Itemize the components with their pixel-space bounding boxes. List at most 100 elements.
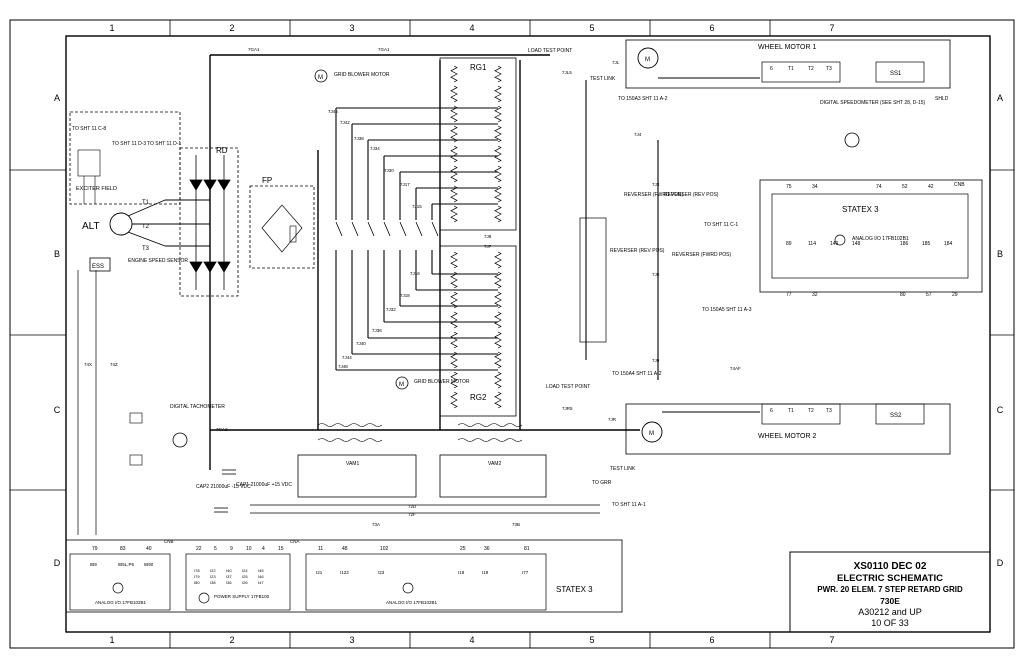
contactor-switch — [383, 221, 391, 237]
col-label-bottom: 5 — [589, 635, 594, 645]
resistor-element — [450, 145, 458, 163]
motor-terminal: T1 — [788, 66, 794, 72]
wire-label: 7J30 — [384, 168, 394, 173]
load-test-point-top: LOAD TEST POINT TEST LINK — [528, 48, 616, 82]
wire-label: 7J38 — [354, 136, 364, 141]
statex-terminal: 75 — [786, 184, 792, 190]
wire-label: 7J17 — [400, 182, 410, 187]
grr-references: TO GRR TO SHT 11 A-1 — [250, 480, 646, 514]
to-sht11-label: TO SHT 11 A-1 — [612, 502, 646, 508]
cnb-label: CNB — [164, 539, 174, 544]
svg-text:M: M — [318, 75, 323, 81]
terminal-code: I23 — [378, 570, 385, 575]
wire-label: 7J46 — [328, 109, 338, 114]
wire-label: 7J18 — [400, 293, 410, 298]
row-label-right: C — [997, 405, 1004, 415]
ss2-label: SS2 — [890, 413, 902, 419]
ref-label: TO SHT 11 D-1 — [147, 141, 181, 147]
cna-label: CNA — [290, 539, 300, 544]
resistor-grid-rg1: RG1 — [439, 57, 517, 231]
wire-label: 7GA1 — [378, 47, 390, 52]
svg-text:M: M — [649, 431, 654, 437]
title-line-5: A30212 and UP — [858, 607, 922, 617]
ref-label: TO SHT 11 D-3 — [112, 141, 146, 147]
vam2-label: VAM2 — [488, 461, 501, 467]
wire-label: 7J48 — [338, 364, 348, 369]
bottom-terminal: 79 — [92, 546, 98, 552]
contactor-switch — [399, 221, 407, 237]
terminal-code: I122 — [340, 570, 349, 575]
drawing-border — [65, 35, 991, 633]
wire-label: 7J42 — [340, 120, 350, 125]
wheel-motor-1-label: WHEEL MOTOR 1 — [758, 44, 816, 51]
resistor-element — [494, 351, 502, 369]
speedometer-label: DIGITAL SPEEDOMETER (SEE SHT 28, D-15) — [820, 100, 926, 106]
row-label-right: A — [997, 93, 1003, 103]
resistor-element — [450, 311, 458, 329]
ref-label: TO SHT 11 C-8 — [72, 126, 106, 132]
terminal-code: I40 — [226, 568, 232, 573]
terminal-code: I23 — [210, 574, 216, 579]
col-label-bottom: 4 — [469, 635, 474, 645]
wire-label: 7J34 — [370, 146, 380, 151]
exciter-field-label: EXCITER FIELD — [76, 186, 117, 192]
title-block: XS0110 DEC 02 ELECTRIC SCHEMATIC PWR. 20… — [789, 551, 991, 633]
resistor-element — [450, 165, 458, 183]
load-test-label: LOAD TEST POINT — [546, 384, 590, 390]
resistor-elements — [450, 65, 502, 409]
cap1-label: CAP1 21000uF +15 VDC — [236, 482, 292, 488]
terminal-code: I38 — [210, 580, 216, 585]
wire-label: 7J5 — [652, 272, 660, 277]
bottom-terminal: 36 — [484, 546, 490, 552]
col-label-bottom: 7 — [829, 635, 834, 645]
statex3-right-block: STATEX 3 ANALOG I/O 17FB102B1 CNB — [759, 179, 983, 293]
terminal-code: I25 — [242, 574, 248, 579]
statex-terminal: 74 — [876, 184, 882, 190]
terminal-code: I22 — [210, 568, 216, 573]
col-label-top: 4 — [469, 23, 474, 33]
resistor-element — [450, 205, 458, 223]
bottom-terminal: 48 — [342, 546, 348, 552]
bottom-terminal: 83 — [120, 546, 126, 552]
digital-speedometer: DIGITAL SPEEDOMETER (SEE SHT 28, D-15) S… — [820, 96, 949, 148]
ess-label: ESS — [92, 264, 104, 270]
tachometer-label: DIGITAL TACHOMETER — [170, 404, 225, 410]
motor-terminal: T3 — [826, 66, 832, 72]
terminal-code: I45 — [258, 568, 264, 573]
resistor-element — [494, 125, 502, 143]
wheel-motor-2: WHEEL MOTOR 2 M SS2 — [625, 403, 951, 455]
col-label-top: 5 — [589, 23, 594, 33]
terminal-code: I77 — [522, 570, 529, 575]
resistor-element — [450, 65, 458, 83]
col-label-bottom: 3 — [349, 635, 354, 645]
wire-label: 7J16 — [410, 271, 420, 276]
bottom-terminal: 25 — [460, 546, 466, 552]
title-line-4: 730E — [880, 596, 900, 606]
wire-label: 7JL5 — [562, 70, 572, 75]
bottom-terminal: 102 — [380, 546, 389, 552]
contactor-switch — [431, 221, 439, 237]
bottom-terminal: 10 — [246, 546, 252, 552]
row-label-left: C — [54, 405, 61, 415]
statex-terminal: 77 — [786, 292, 792, 298]
col-label-top: 7 — [829, 23, 834, 33]
statex-terminal: 32 — [812, 292, 818, 298]
terminal-code: I36 — [226, 580, 232, 585]
motor-terminal: 6 — [770, 66, 773, 72]
vam2-module: VAM2 — [439, 423, 547, 498]
statex-terminal: 29 — [952, 292, 958, 298]
resistor-element — [494, 371, 502, 389]
svg-text:T1: T1 — [142, 200, 150, 206]
ref-label: TO SHT 11 C-1 — [704, 222, 738, 228]
terminal-code: I78 — [194, 568, 200, 573]
column-ticks — [10, 20, 1014, 648]
cap2-label: CAP2 21000uF -15 VDC — [196, 484, 251, 490]
blower-label: GRID BLOWER MOTOR — [414, 379, 470, 385]
resistor-element — [494, 145, 502, 163]
contactor-switch — [351, 221, 359, 237]
row-label-left: D — [54, 558, 61, 568]
resistor-element — [494, 85, 502, 103]
wheel-motor-1: WHEEL MOTOR 1 M SS1 — [625, 39, 951, 89]
